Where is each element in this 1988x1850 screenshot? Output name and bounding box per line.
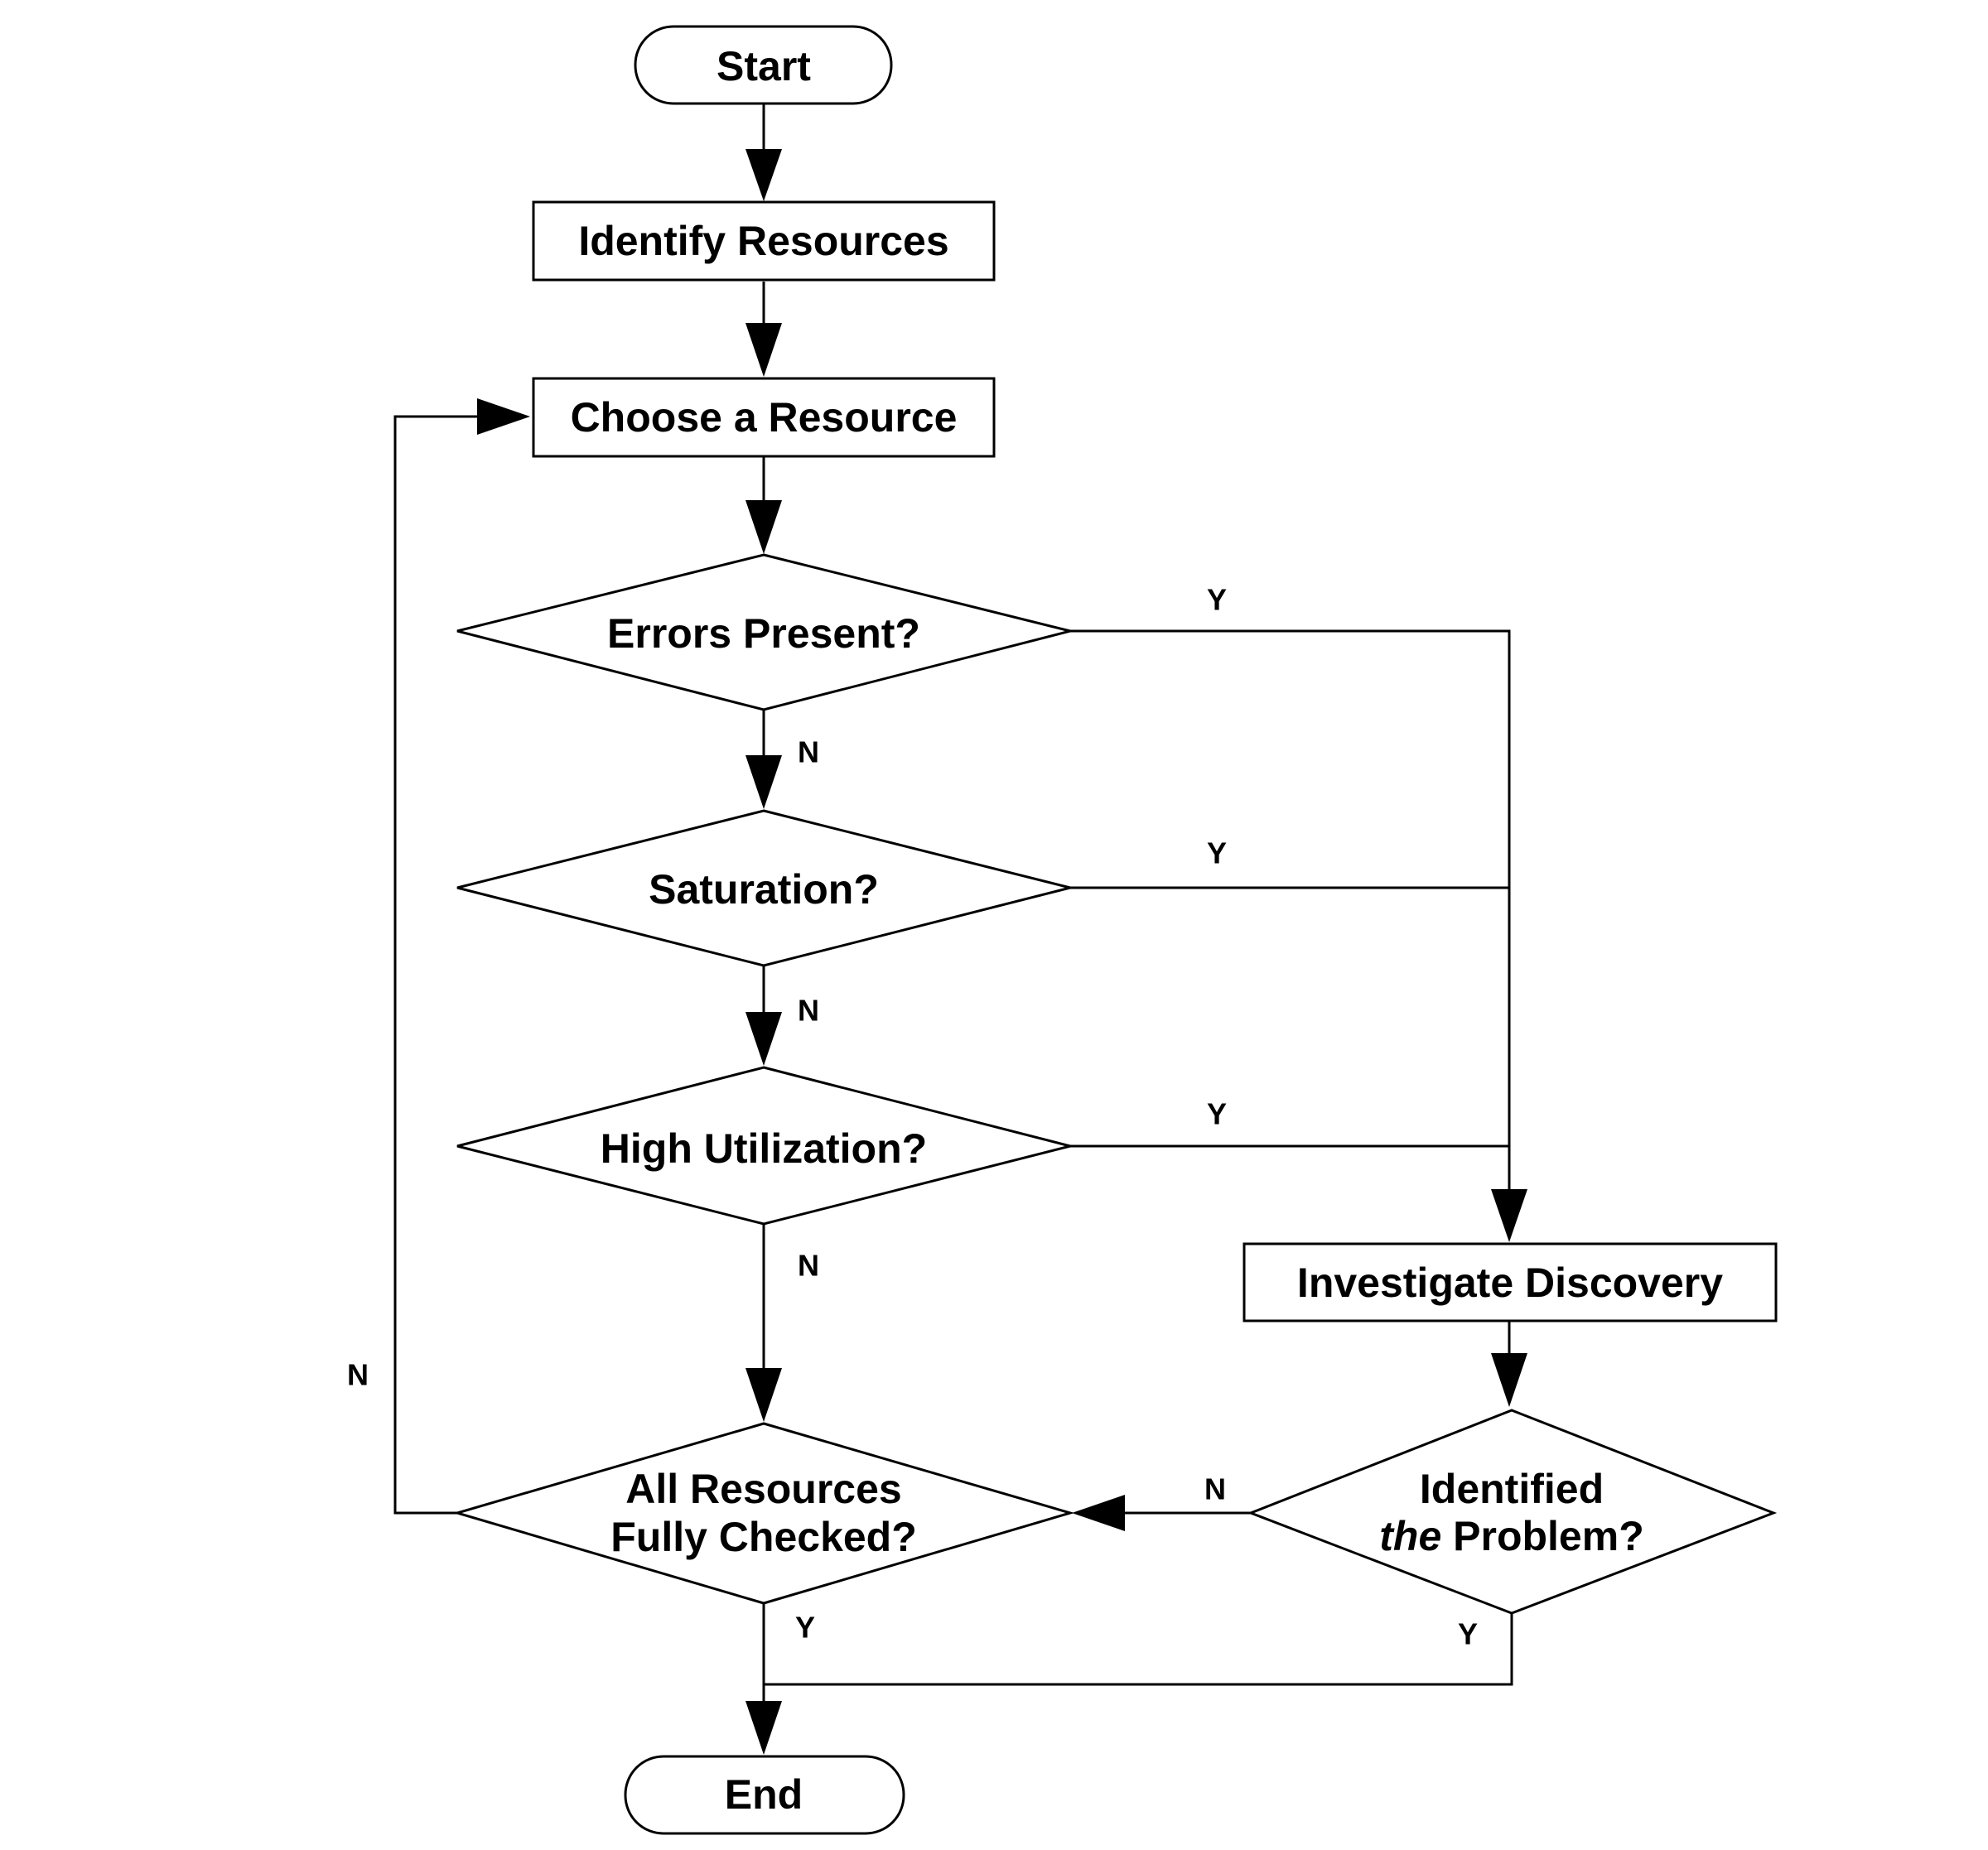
identified-problem-line2: the Problem? [1379,1513,1643,1559]
connector-errors-yes [1070,629,1511,1192]
arrowhead-end [746,1701,782,1755]
start-terminator [634,25,893,105]
edge-label-all-checked-no: N [347,1358,369,1392]
investigate-discovery-label: Investigate Discovery [1297,1260,1723,1306]
edge-label-saturation-yes: Y [1207,836,1227,870]
choose-resource-label: Choose a Resource [571,394,958,441]
saturation-diamond [456,809,1071,967]
saturation-label: Saturation? [649,866,879,913]
choose-resource-node: Choose a Resource [532,377,996,458]
identify-resources-label: Identify Resources [578,218,948,264]
end-label: End [725,1771,803,1818]
arrowhead-saturation [746,755,782,809]
all-checked-diamond [452,1422,1075,1605]
all-checked-node: All Resources Fully Checked? [452,1422,1075,1605]
edge-label-saturation-no: N [798,994,819,1028]
errors-present-diamond [456,553,1071,711]
arrowhead-identified [1491,1353,1527,1407]
identified-problem-line1: Identified [1420,1466,1604,1512]
edge-label-errors-yes: Y [1207,583,1227,617]
end-terminator [624,1755,905,1835]
edge-labels: Y N Y N Y N N Y N Y [347,583,1478,1651]
identified-problem-rest: Problem? [1441,1513,1643,1559]
identified-problem-diamond [1247,1409,1778,1615]
high-utilization-node: High Utilization? [456,1066,1071,1226]
edge-label-utilization-yes: Y [1207,1097,1227,1131]
arrowhead-errors [746,500,782,554]
arrowhead-identify [746,149,782,201]
connectors [393,104,1527,1755]
investigate-discovery-box [1242,1242,1778,1322]
edge-label-errors-no: N [798,735,819,769]
high-utilization-label: High Utilization? [601,1125,927,1172]
edge-label-utilization-no: N [798,1249,819,1283]
identify-resources-node: Identify Resources [532,200,996,282]
all-checked-line2: Fully Checked? [610,1514,917,1560]
arrowhead-choose-loop [477,398,530,435]
choose-resource-box [532,377,996,458]
identified-problem-emphasis: the [1379,1513,1441,1559]
start-label: Start [717,43,811,89]
arrowhead-choose [746,323,782,377]
identify-resources-box [532,200,996,282]
arrowhead-all-checked [746,1368,782,1422]
edge-label-identified-yes: Y [1458,1617,1478,1651]
edge-label-identified-no: N [1204,1472,1226,1506]
edge-label-all-checked-yes: Y [795,1611,815,1645]
start-node: Start [634,25,893,105]
errors-present-label: Errors Present? [607,610,920,657]
identified-problem-node: Identified the Problem? [1247,1409,1778,1615]
saturation-node: Saturation? [456,809,1071,967]
arrowhead-identified-no [1072,1495,1125,1531]
arrowhead-investigate [1491,1189,1527,1242]
end-node: End [624,1755,905,1835]
arrowhead-utilization [746,1012,782,1066]
errors-present-node: Errors Present? [456,553,1071,711]
connector-identified-yes [764,1613,1513,1686]
high-utilization-diamond [456,1066,1071,1226]
investigate-discovery-node: Investigate Discovery [1242,1242,1778,1322]
all-checked-line1: All Resources [625,1466,901,1512]
connector-all-checked-no [393,415,480,1515]
